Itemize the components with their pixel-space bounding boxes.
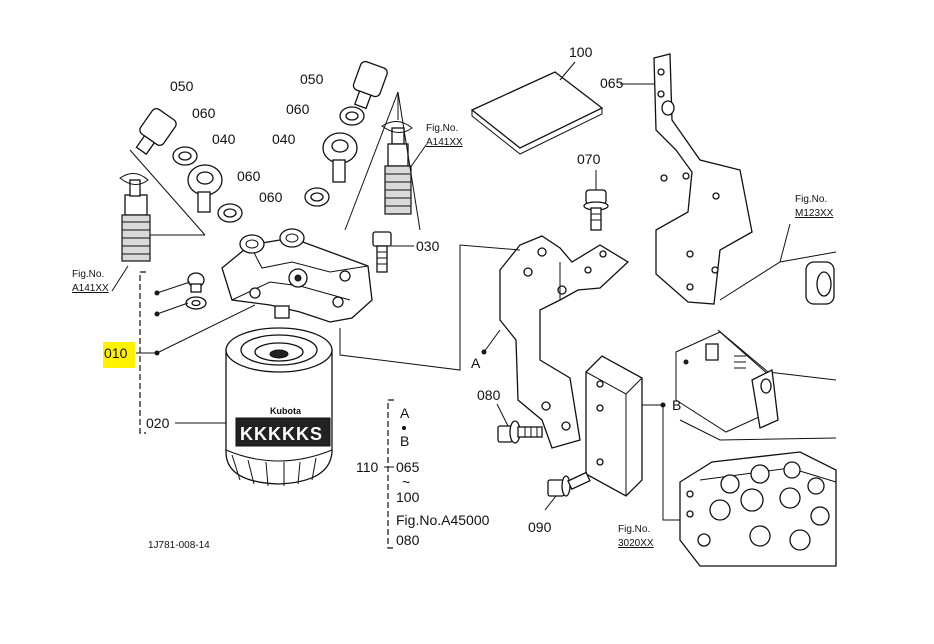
callout-060-left-bottom[interactable]: 060	[237, 168, 261, 184]
bolt-080	[496, 403, 543, 444]
point-a-label: A	[471, 355, 481, 371]
range-065: 065	[396, 459, 420, 475]
fig-ref-bottom[interactable]: Fig.No. 3020XX	[618, 524, 654, 549]
engine-block	[679, 451, 837, 567]
range-080: 080	[396, 532, 420, 548]
fig-ref-center[interactable]: Fig.No. A141XX	[409, 123, 463, 169]
callout-100[interactable]: 100	[569, 44, 593, 60]
fig-ref-bottom-line1: Fig.No.	[618, 524, 650, 535]
callout-060-center-bottom[interactable]: 060	[259, 189, 283, 205]
callout-020[interactable]: 020	[146, 415, 170, 431]
center-fitting-stack	[304, 60, 421, 231]
drawing-number: 1J781-008-14	[148, 540, 210, 551]
bracket-a	[339, 235, 630, 449]
engine-housing	[675, 223, 837, 441]
fig-ref-left[interactable]: Fig.No. A141XX	[72, 265, 129, 294]
plate-b	[585, 355, 682, 521]
assembly-010-bracket	[136, 271, 256, 434]
callout-060-left-top[interactable]: 060	[192, 105, 216, 121]
fig-ref-left-line1: Fig.No.	[72, 269, 104, 280]
filter-head-assembly	[221, 228, 373, 323]
range-fig: Fig.No.A45000	[396, 512, 490, 528]
callout-labels: 010 020 030 040 040 050 050 060 060 060 …	[104, 44, 624, 535]
filter-band-text: KKKKKS	[240, 424, 323, 444]
fig-ref-center-line2: A141XX	[426, 137, 463, 148]
callout-090[interactable]: 090	[528, 519, 552, 535]
point-b-label: B	[672, 397, 681, 413]
callout-060-center-top[interactable]: 060	[286, 101, 310, 117]
bracket-065	[620, 53, 753, 305]
callout-065[interactable]: 065	[600, 75, 624, 91]
callout-050-center[interactable]: 050	[300, 71, 324, 87]
bolt-030	[372, 231, 414, 273]
callout-070[interactable]: 070	[577, 151, 601, 167]
range-tilde: ~	[402, 474, 410, 490]
fig-ref-right-line2: M123XX	[795, 208, 834, 219]
bolt-070	[583, 170, 609, 231]
drain-screw	[185, 272, 207, 310]
callout-030[interactable]: 030	[416, 238, 440, 254]
range-100: 100	[396, 489, 420, 505]
fig-ref-right[interactable]: Fig.No. M123XX	[795, 194, 834, 219]
fig-ref-center-line1: Fig.No.	[426, 123, 458, 134]
range-bracket-110	[384, 399, 407, 549]
callout-010-highlight	[103, 342, 135, 368]
callout-010[interactable]: 010	[104, 345, 128, 361]
fig-ref-bottom-line2: 3020XX	[618, 538, 654, 549]
range-a: A	[400, 405, 410, 421]
fig-ref-left-line2: A141XX	[72, 283, 109, 294]
callout-110[interactable]: 110	[356, 459, 379, 475]
callout-040-center[interactable]: 040	[272, 131, 296, 147]
callout-040-left[interactable]: 040	[212, 131, 236, 147]
callout-080[interactable]: 080	[477, 387, 501, 403]
fig-ref-right-line1: Fig.No.	[795, 194, 827, 205]
bolt-090	[544, 471, 591, 511]
left-fitting-stack	[119, 107, 243, 262]
filter-brand-text: Kubota	[270, 406, 302, 416]
range-b: B	[400, 433, 409, 449]
callout-050-left[interactable]: 050	[170, 78, 194, 94]
fuel-filter-cartridge: Kubota KKKKKS	[225, 327, 333, 487]
booklet-100	[470, 61, 604, 155]
range-list: A B 065 ~ 100 Fig.No.A45000 080	[396, 405, 490, 548]
